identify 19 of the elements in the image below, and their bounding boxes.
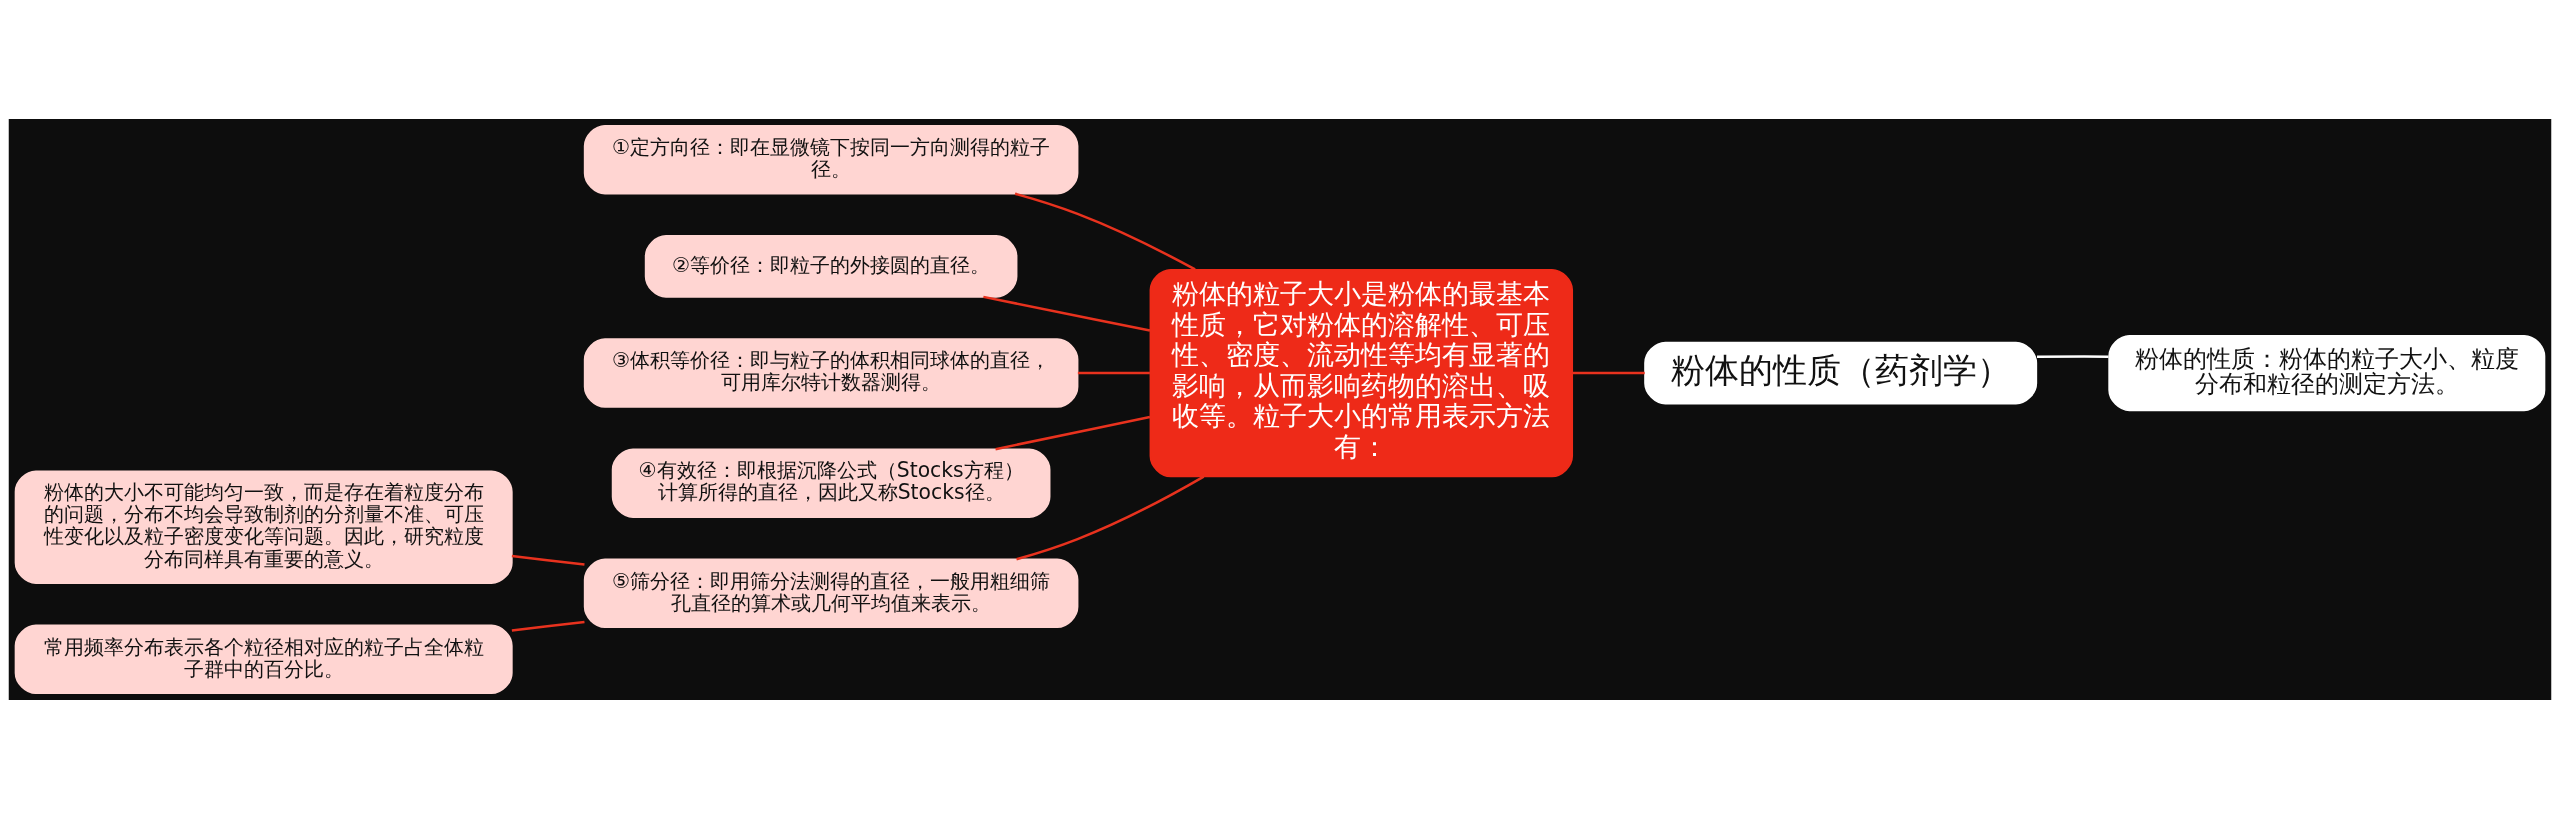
connector	[995, 415, 1151, 450]
connector	[983, 295, 1151, 332]
node-box: ③体积等价径：即与粒子的体积相同球体的直径，可用库尔特计数器测得。	[583, 337, 1079, 408]
connector	[511, 620, 585, 632]
node-box: ①定方向径：即在显微镜下按同一方向测得的粒子径。	[583, 124, 1079, 194]
node-box: 粉体的大小不可能均匀一致，而是存在着粒度分布的问题，分布不均会导致制剂的分剂量不准、可压性变化以及粒子密度变化等问题。因此，研究粒度分布同样具有重要的意义。	[14, 470, 513, 584]
connector	[1014, 191, 1196, 271]
connector	[2036, 354, 2109, 358]
node-box: 常用频率分布表示各个粒径相对应的粒子占全体粒子群中的百分比。	[14, 624, 513, 694]
node-box: 粉体的粒子大小是粉体的最基本性质，它对粉体的溶解性、可压性、密度、流动性等均有显著的影响，从而影响药物的溶出、吸收等。粒子大小的常用表示方法有：	[1149, 268, 1574, 477]
connector	[1016, 474, 1205, 560]
node-box: ②等价径：即粒子的外接圆的直径。	[644, 234, 1018, 298]
node-box: ⑤筛分径：即用筛分法测得的直径，一般用粗细筛孔直径的算术或几何平均值来表示。	[583, 558, 1079, 628]
connector	[1077, 371, 1150, 374]
connector	[1572, 371, 1645, 374]
node-box: 粉体的性质（药剂学）	[1644, 341, 2038, 404]
node-box: ④有效径：即根据沉降公式（Stocks方程）计算所得的直径，因此又称Stocks径。	[611, 447, 1051, 518]
connector	[511, 554, 585, 566]
node-box: 粉体的性质：粉体的粒子大小、粒度分布和粒径的测定方法。	[2108, 334, 2546, 411]
